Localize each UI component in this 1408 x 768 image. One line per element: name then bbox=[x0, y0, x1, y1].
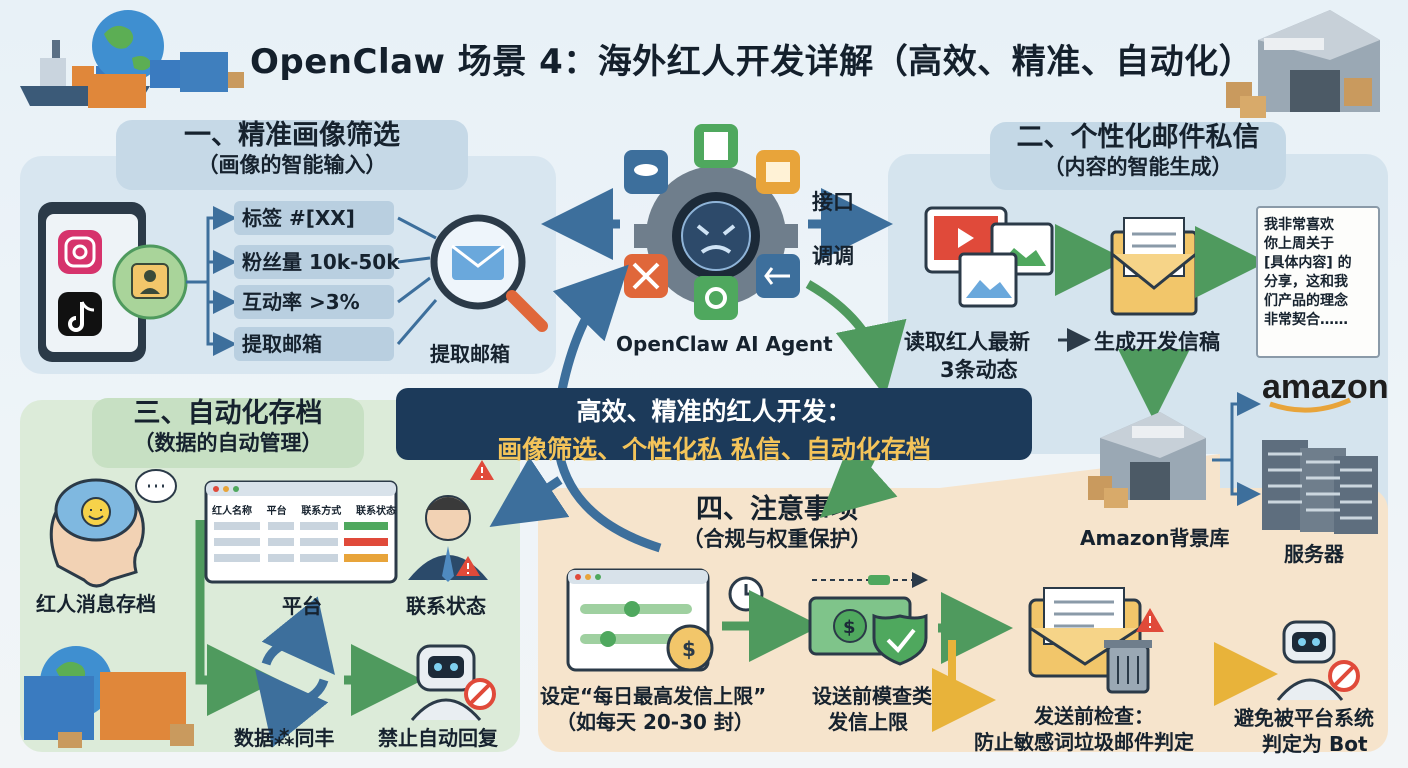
tags-bracket bbox=[186, 206, 438, 356]
svg-text:$: $ bbox=[843, 617, 856, 638]
archive-label: 红人消息存档 bbox=[36, 592, 156, 616]
tag-hashtag: 标签 #[XX] bbox=[234, 201, 394, 235]
letter-line: 非常契合…… bbox=[1264, 312, 1348, 328]
send-check-envelope-icon bbox=[1028, 587, 1164, 694]
read-posts-label-2: 3条动态 bbox=[940, 358, 1018, 382]
tag-extract-email: 提取邮箱 bbox=[234, 327, 394, 361]
warehouse-icon bbox=[1226, 10, 1380, 118]
spam-check-label-2: 防止敏感词垃圾邮件判定 bbox=[974, 730, 1194, 754]
ship-globe-icon bbox=[20, 10, 244, 108]
amazon-warehouse-icon bbox=[1088, 412, 1206, 508]
section3-title: 三、自动化存档 bbox=[133, 398, 323, 429]
letter-line: [具体内容] 的 bbox=[1264, 255, 1352, 271]
svg-text:$: $ bbox=[682, 637, 696, 661]
tag-engagement: 互动率 >3% bbox=[234, 285, 394, 319]
curve-center-to-section4 bbox=[819, 443, 898, 519]
section2-title: 二、个性化邮件私信 bbox=[1016, 122, 1260, 153]
instagram-icon bbox=[58, 230, 102, 274]
tag-followers: 粉丝量 10k-50k bbox=[234, 245, 400, 279]
api-label-2: 调调 bbox=[812, 244, 854, 268]
amazon-library-label: Amazon背景库 bbox=[1080, 526, 1230, 550]
archive-table-header: 红人名称 平台 联系方式 联系状态 bbox=[212, 502, 396, 517]
containers-globe-icon bbox=[24, 646, 194, 748]
letter-preview: 我非常喜欢 你上周关于 [具体内容] 的 分享，这和我 们产品的理念 非常契合…… bbox=[1256, 206, 1380, 358]
daily-limit-label-1: 设定“每日最高发信上限” bbox=[540, 684, 767, 708]
brain-head-icon bbox=[49, 469, 177, 588]
limit-slider-window-icon: $ bbox=[566, 568, 714, 672]
section3-heading: 三、自动化存档 （数据的自动管理） bbox=[92, 398, 364, 468]
robot-no-reply-icon bbox=[410, 644, 496, 721]
agent-gear-icon bbox=[634, 154, 798, 318]
amazon-branch-lines bbox=[1212, 392, 1261, 506]
archive-table-icon bbox=[204, 480, 398, 584]
contact-person-icon bbox=[408, 460, 494, 582]
center-summary-line1: 高效、精准的红人开发： bbox=[576, 397, 852, 426]
extract-email-label: 提取邮箱 bbox=[430, 342, 510, 366]
letter-line: 我非常喜欢 bbox=[1264, 217, 1334, 233]
table-header-name: 红人名称 bbox=[212, 506, 252, 517]
data-sync-label: 数据⁂同丰 bbox=[234, 726, 335, 750]
magnifier-mail-icon bbox=[430, 214, 548, 332]
range-slider-icon bbox=[812, 572, 928, 588]
section1-heading: 一、精准画像筛选 （画像的智能输入） bbox=[116, 120, 468, 190]
table-header-contact: 联系方式 bbox=[301, 506, 342, 517]
amazon-logo-text: amazon bbox=[1262, 368, 1389, 406]
section4-subtitle: （合规与权重保护） bbox=[682, 526, 872, 551]
contact-status-label: 联系状态 bbox=[406, 594, 486, 618]
profile-card-icon bbox=[112, 244, 188, 320]
api-label-1: 接口 bbox=[812, 190, 854, 214]
section2-heading: 二、个性化邮件私信 （内容的智能生成） bbox=[990, 122, 1286, 190]
center-summary-box: 高效、精准的红人开发： 画像筛选、个性化私 私信、自动化存档 bbox=[396, 388, 1032, 464]
section3-subtitle: （数据的自动管理） bbox=[133, 430, 323, 455]
amazon-smile-icon bbox=[1269, 397, 1352, 413]
letter-line: 分享，这和我 bbox=[1264, 274, 1348, 290]
pre-send-check-label-2: 发信上限 bbox=[828, 710, 908, 734]
page-title: OpenClaw 场景 4：海外红人开发详解（高效、精准、自动化） bbox=[250, 42, 1254, 82]
server-icon bbox=[1262, 440, 1378, 534]
sync-icon bbox=[255, 596, 335, 748]
center-summary-line2: 画像筛选、个性化私 私信、自动化存档 bbox=[497, 435, 931, 464]
agent-orbit-icons bbox=[624, 124, 800, 320]
agent-label: OpenClaw AI Agent bbox=[616, 332, 833, 356]
bot-avoid-label-2: 判定为 Bot bbox=[1262, 732, 1368, 756]
pre-send-check-label-1: 设送前模查类 bbox=[812, 684, 932, 708]
arrow-yellow-down bbox=[932, 640, 996, 732]
section2-subtitle: （内容的智能生成） bbox=[1043, 154, 1233, 179]
robot-bot-warning-icon bbox=[1276, 620, 1360, 701]
letter-line: 你上周关于 bbox=[1264, 236, 1334, 252]
social-posts-icon bbox=[924, 206, 1054, 308]
spam-check-label-1: 发送前检查： bbox=[1034, 704, 1154, 728]
read-posts-label-1: 读取红人最新 bbox=[904, 330, 1030, 354]
clock-icon bbox=[728, 576, 764, 612]
tiktok-icon bbox=[58, 292, 102, 336]
arrow-archive-to-sync bbox=[195, 520, 279, 716]
curve-agent-to-center bbox=[805, 280, 907, 397]
table-header-status: 联系状态 bbox=[355, 506, 396, 517]
arrow-center-to-section3 bbox=[489, 457, 570, 527]
no-auto-reply-label: 禁止自动回复 bbox=[378, 726, 498, 750]
section1-title: 一、精准画像筛选 bbox=[184, 120, 400, 151]
money-shield-icon: $ bbox=[808, 596, 928, 666]
bot-avoid-label-1: 避免被平台系统 bbox=[1234, 706, 1374, 730]
section1-subtitle: （画像的智能输入） bbox=[197, 152, 387, 177]
table-header-platform: 平台 bbox=[266, 506, 287, 517]
letter-line: 们产品的理念 bbox=[1264, 293, 1348, 309]
platform-label: 平台 bbox=[282, 594, 322, 618]
envelope-letter-icon bbox=[1110, 217, 1198, 316]
server-label: 服务器 bbox=[1284, 542, 1344, 566]
daily-limit-label-2: （如每天 20-30 封） bbox=[556, 710, 754, 734]
generate-draft-label: 生成开发信稿 bbox=[1094, 330, 1220, 354]
